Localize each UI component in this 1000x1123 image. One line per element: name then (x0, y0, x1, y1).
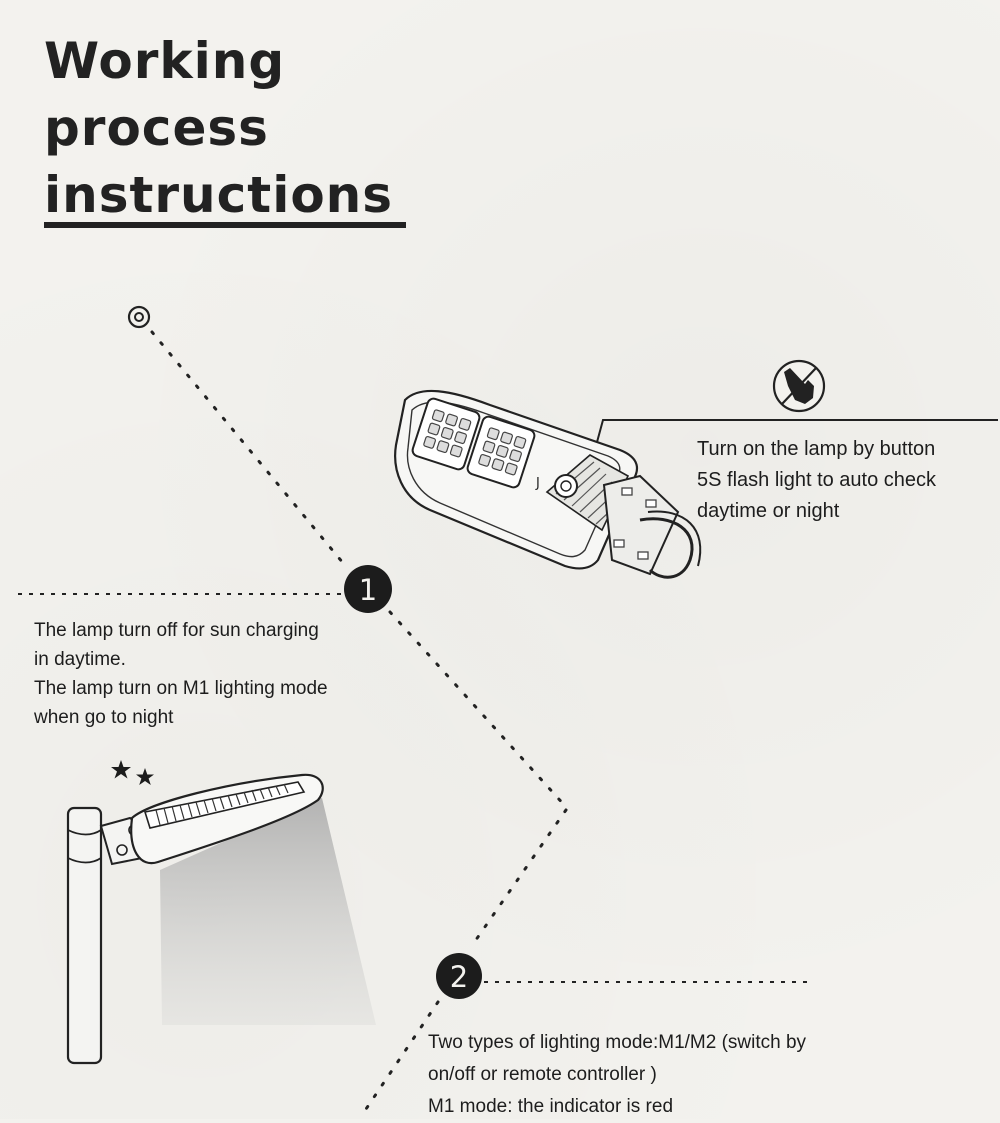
hand-press-icon (772, 359, 826, 413)
dotted-path (150, 330, 568, 1117)
title-line-3: instructions (44, 166, 394, 224)
svg-text:J: J (535, 476, 540, 491)
step-1-line-1: The lamp turn off for sun charging (34, 620, 319, 641)
step-1-number: 1 (359, 573, 377, 607)
step-2-line-2: on/off or remote controller ) (428, 1064, 657, 1085)
button-instruction: Turn on the lamp by button 5S flash ligh… (697, 434, 936, 527)
button-instruction-line-2: 5S flash light to auto check (697, 469, 937, 491)
moon-icon (73, 744, 100, 793)
step-2-description: Two types of lighting mode:M1/M2 (switch… (428, 1027, 806, 1123)
step-1-marker: 1 (344, 565, 392, 613)
step-1-description: The lamp turn off for sun charging in da… (34, 616, 328, 732)
solar-lamp-unit: J (394, 389, 702, 579)
step-1-line-2: in daytime. (34, 649, 126, 670)
button-instruction-line-3: daytime or night (697, 500, 840, 522)
target-icon (127, 305, 151, 329)
step-1-line-4: when go to night (34, 707, 174, 728)
title-line-2: process (44, 99, 269, 157)
button-instruction-line-1: Turn on the lamp by button (697, 438, 936, 460)
step-2-marker: 2 (436, 953, 482, 999)
title-underline (44, 222, 406, 228)
step-2-number: 2 (450, 960, 468, 994)
star-icon (111, 760, 154, 785)
street-lamp-pole (66, 773, 376, 1065)
step-2-line-1: Two types of lighting mode:M1/M2 (switch… (428, 1032, 807, 1053)
title-line-1: Working (44, 32, 286, 90)
page-title: Working process instructions (44, 28, 393, 229)
step-1-line-3: The lamp turn on M1 lighting mode (34, 678, 328, 699)
step-2-line-3: M1 mode: the indicator is red (428, 1096, 674, 1117)
